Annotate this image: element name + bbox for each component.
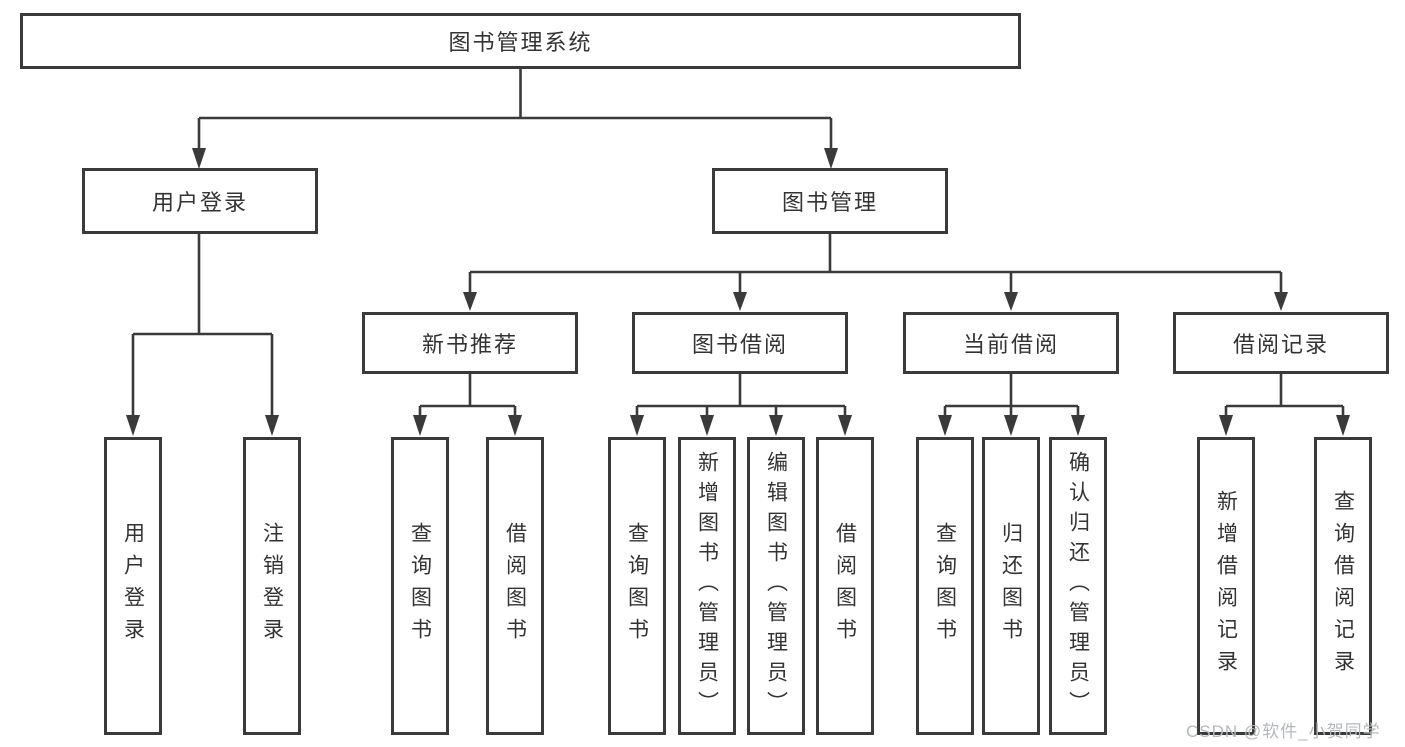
leaf-borrow-book-label: 借阅图书 xyxy=(833,522,857,650)
leaf-borrow-query-book: 查询图书 xyxy=(608,437,666,735)
leaf-newbooks-borrow-book-label: 借阅图书 xyxy=(503,522,527,650)
leaf-query-borrow-record: 查询借阅记录 xyxy=(1314,437,1372,735)
leaf-confirm-return-admin-label: 确认归还（管理员） xyxy=(1066,451,1090,721)
node-new-book-recommend: 新书推荐 xyxy=(362,312,578,374)
leaf-confirm-return-admin: 确认归还（管理员） xyxy=(1049,437,1107,735)
node-borrow-records: 借阅记录 xyxy=(1173,312,1389,374)
leaf-newbooks-query-book-label: 查询图书 xyxy=(408,522,432,650)
leaf-current-query-book-label: 查询图书 xyxy=(933,522,957,650)
node-user-login-label: 用户登录 xyxy=(151,190,248,215)
leaf-user-login: 用户登录 xyxy=(104,437,162,735)
leaf-edit-book-admin-label: 编辑图书（管理员） xyxy=(764,451,788,721)
leaf-return-book: 归还图书 xyxy=(982,437,1040,735)
leaf-logout: 注销登录 xyxy=(243,437,301,735)
leaf-return-book-label: 归还图书 xyxy=(999,522,1023,650)
node-borrow-records-label: 借阅记录 xyxy=(1232,332,1329,357)
leaf-borrow-book: 借阅图书 xyxy=(816,437,874,735)
csdn-watermark: CSDN @软件_小贺同学 xyxy=(1186,722,1381,741)
node-book-management: 图书管理 xyxy=(712,168,948,234)
leaf-add-book-admin-label: 新增图书（管理员） xyxy=(695,451,719,721)
leaf-query-borrow-record-label: 查询借阅记录 xyxy=(1331,490,1355,682)
node-current-borrow-label: 当前借阅 xyxy=(962,332,1059,357)
leaf-current-query-book: 查询图书 xyxy=(916,437,974,735)
leaf-add-borrow-record-label: 新增借阅记录 xyxy=(1214,490,1238,682)
leaf-logout-label: 注销登录 xyxy=(260,522,284,650)
node-book-management-label: 图书管理 xyxy=(781,190,878,215)
node-current-borrow: 当前借阅 xyxy=(903,312,1119,374)
leaf-edit-book-admin: 编辑图书（管理员） xyxy=(747,437,805,735)
leaf-newbooks-borrow-book: 借阅图书 xyxy=(486,437,544,735)
node-book-borrow: 图书借阅 xyxy=(632,312,848,374)
node-book-borrow-label: 图书借阅 xyxy=(691,332,788,357)
leaf-add-book-admin: 新增图书（管理员） xyxy=(678,437,736,735)
leaf-add-borrow-record: 新增借阅记录 xyxy=(1197,437,1255,735)
node-library-system: 图书管理系统 xyxy=(20,13,1021,69)
leaf-user-login-label: 用户登录 xyxy=(121,522,145,650)
node-user-login: 用户登录 xyxy=(82,168,318,234)
node-new-book-recommend-label: 新书推荐 xyxy=(421,332,518,357)
leaf-borrow-query-book-label: 查询图书 xyxy=(625,522,649,650)
node-library-system-label: 图书管理系统 xyxy=(448,30,593,55)
leaf-newbooks-query-book: 查询图书 xyxy=(391,437,449,735)
